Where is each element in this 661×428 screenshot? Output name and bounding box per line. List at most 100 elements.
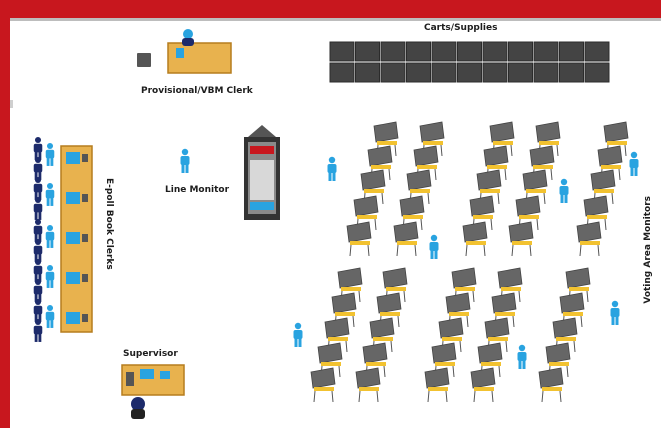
person-icon (33, 238, 43, 262)
cart-icon (482, 62, 508, 83)
cart-icon (457, 41, 482, 62)
cart-icon (380, 41, 406, 62)
epoll-device-icon (66, 232, 80, 244)
cart-icon (355, 41, 380, 62)
supervisor-desk (121, 364, 185, 419)
cart-icon (533, 62, 559, 83)
person-icon (517, 344, 527, 369)
voting-booths (310, 121, 629, 403)
cart-icon (559, 41, 584, 62)
printer-icon (126, 372, 134, 386)
voting-booth-icon (552, 317, 578, 353)
person-icon (610, 300, 620, 325)
voting-area-monitors (293, 151, 639, 369)
epoll-table (60, 145, 93, 333)
person-icon (293, 322, 303, 347)
cart-icon (508, 62, 533, 83)
voting-booth-icon (310, 367, 336, 403)
person-icon (45, 264, 55, 288)
voting-booth-icon (522, 169, 548, 205)
voting-booth-icon (367, 145, 393, 181)
person-icon (33, 176, 43, 200)
voting-booth-icon (565, 267, 591, 303)
voting-booth-icon (373, 121, 399, 157)
person-icon (559, 178, 569, 203)
voting-booth-icon (515, 195, 541, 231)
voting-booth-icon (470, 367, 496, 403)
epoll-clerks-label: E-poll Book Clerks (104, 178, 114, 270)
voting-booth-icon (535, 121, 561, 157)
cart-icon (406, 41, 431, 62)
monitor-icon (140, 369, 154, 379)
voting-booth-icon (477, 342, 503, 378)
voting-booth-icon (576, 221, 602, 257)
voting-booth-icon (360, 169, 386, 205)
person-icon (629, 151, 639, 176)
scanner-icon (160, 371, 170, 379)
cart-icon (559, 62, 584, 83)
person-icon (33, 156, 43, 180)
voting-booth-icon (538, 367, 564, 403)
cart-icon (431, 62, 457, 83)
chair-base (131, 409, 145, 419)
voting-booth-icon (476, 169, 502, 205)
epoll-device-icon (66, 312, 80, 324)
voting-booth-icon (324, 317, 350, 353)
cart-icon (355, 62, 380, 83)
person-icon (33, 278, 43, 302)
voting-booth-icon (491, 292, 517, 328)
person-icon (429, 234, 439, 259)
voting-booth-icon (497, 267, 523, 303)
person-icon (33, 258, 43, 282)
voting-booth-icon (393, 221, 419, 257)
poster-icon (244, 125, 280, 220)
person-icon (45, 224, 55, 248)
voting-booth-icon (545, 342, 571, 378)
line-monitor-figure (180, 148, 190, 173)
cart-icon (508, 41, 533, 62)
cart-icon (406, 62, 431, 83)
person-icon (327, 156, 337, 181)
cart-icon (431, 41, 457, 62)
carts-supplies-grid (329, 41, 610, 83)
person-icon (33, 298, 43, 322)
voting-booth-icon (346, 221, 372, 257)
voting-booth-icon (483, 145, 509, 181)
voting-booth-icon (438, 317, 464, 353)
supervisor-label: Supervisor (123, 349, 178, 359)
person-icon (45, 142, 55, 166)
voting-booth-icon (424, 367, 450, 403)
voting-booth-icon (508, 221, 534, 257)
cart-icon (457, 62, 482, 83)
voting-booth-icon (355, 367, 381, 403)
clerk-head (183, 29, 193, 39)
chair-icon (131, 397, 145, 411)
voting-booth-icon (413, 145, 439, 181)
line-monitor-label: Line Monitor (165, 185, 230, 195)
voting-booth-icon (489, 121, 515, 157)
person-icon (33, 136, 43, 160)
cart-icon (584, 41, 610, 62)
epoll-clerks (33, 136, 55, 342)
person-icon (33, 218, 43, 242)
voting-area-monitors-label: Voting Area Monitors (643, 196, 653, 304)
printer-icon (137, 53, 151, 67)
laptop-icon (176, 48, 184, 58)
cart-icon (329, 62, 355, 83)
provisional-desk (137, 29, 232, 74)
provisional-clerk-label: Provisional/VBM Clerk (141, 86, 253, 96)
voting-booth-icon (331, 292, 357, 328)
cart-icon (533, 41, 559, 62)
voting-booth-icon (462, 221, 488, 257)
cart-icon (380, 62, 406, 83)
epoll-device-icon (66, 272, 80, 284)
person-icon (45, 304, 55, 328)
cart-icon (584, 62, 610, 83)
clerk-chair (182, 38, 194, 46)
epoll-device-icon (66, 152, 80, 164)
person-icon (45, 182, 55, 206)
person-icon (180, 148, 190, 173)
person-icon (33, 196, 43, 220)
carts-supplies-label: Carts/Supplies (424, 23, 498, 33)
